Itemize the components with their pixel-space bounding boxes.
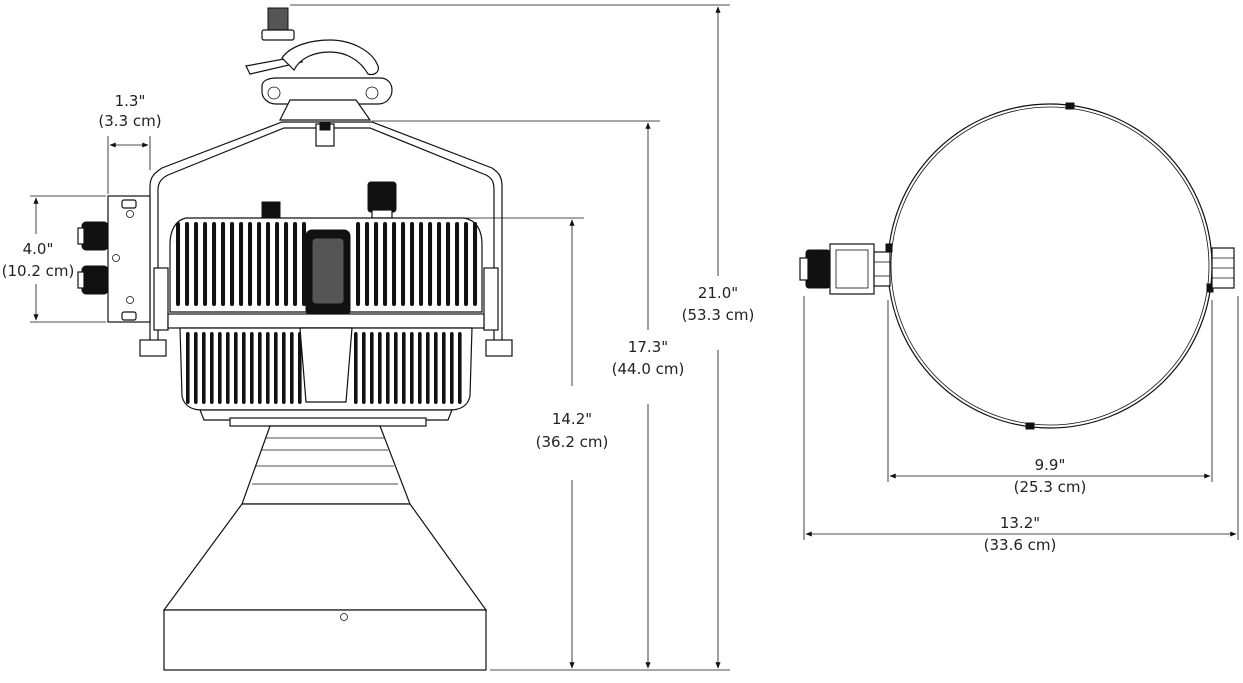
lower-heatsink bbox=[179, 327, 473, 411]
heatsink-fin bbox=[401, 222, 406, 306]
heatsink-fin bbox=[386, 332, 390, 404]
heatsink-fin bbox=[442, 332, 446, 404]
heatsink-fin bbox=[302, 222, 307, 306]
heatsink-fin bbox=[226, 332, 230, 404]
heatsink-fin bbox=[250, 332, 254, 404]
heatsink-fin bbox=[419, 222, 424, 306]
heatsink-fin bbox=[257, 222, 262, 306]
heatsink-fin bbox=[284, 222, 289, 306]
heatsink-fin bbox=[455, 222, 460, 306]
heatsink-fin bbox=[242, 332, 246, 404]
heatsink-fin bbox=[176, 222, 181, 306]
heatsink-fin bbox=[239, 222, 244, 306]
heatsink-fin bbox=[218, 332, 222, 404]
heatsink-fin bbox=[402, 332, 406, 404]
heatsink-fin bbox=[354, 332, 358, 404]
label-overall-height-imperial: 21.0" bbox=[698, 284, 738, 302]
heatsink-fin bbox=[298, 332, 302, 404]
heatsink-fin bbox=[202, 332, 206, 404]
heatsink-fin bbox=[458, 332, 462, 404]
dimension-labels: 1.3" (3.3 cm) 4.0" (10.2 cm) 14.2" (36.2… bbox=[2, 92, 1087, 554]
heatsink-fin bbox=[394, 332, 398, 404]
heatsink-fin bbox=[203, 222, 208, 306]
label-overall-width-imperial: 13.2" bbox=[1000, 514, 1040, 532]
label-connector-depth-metric: (3.3 cm) bbox=[98, 112, 161, 130]
label-body-height-metric: (36.2 cm) bbox=[536, 433, 609, 451]
heatsink-fin bbox=[275, 222, 280, 306]
label-lens-diameter-imperial: 9.9" bbox=[1035, 456, 1066, 474]
heatsink-fin bbox=[365, 222, 370, 306]
heatsink-fin bbox=[370, 332, 374, 404]
upper-heatsink bbox=[169, 217, 483, 317]
label-connector-height-imperial: 4.0" bbox=[23, 240, 54, 258]
heatsink-fin bbox=[450, 332, 454, 404]
label-body-height-imperial: 14.2" bbox=[552, 410, 592, 428]
side-view bbox=[77, 7, 513, 671]
heatsink-fin bbox=[234, 332, 238, 404]
heatsink-fin bbox=[418, 332, 422, 404]
heatsink-fin bbox=[392, 222, 397, 306]
heatsink-fin bbox=[210, 332, 214, 404]
label-connector-height-metric: (10.2 cm) bbox=[2, 262, 75, 280]
heatsink-fin bbox=[383, 222, 388, 306]
label-overall-width-metric: (33.6 cm) bbox=[984, 536, 1057, 554]
heatsink-fin bbox=[410, 332, 414, 404]
heatsink-fin bbox=[266, 332, 270, 404]
heatsink-fin bbox=[274, 332, 278, 404]
heatsink-fin bbox=[446, 222, 451, 306]
heatsink-fin bbox=[410, 222, 415, 306]
front-side-knob bbox=[1211, 247, 1235, 289]
heatsink-fin bbox=[221, 222, 226, 306]
top-knob-right bbox=[367, 181, 397, 213]
front-lens-ring bbox=[887, 103, 1213, 429]
label-overall-height-metric: (53.3 cm) bbox=[682, 306, 755, 324]
heatsink-fin bbox=[362, 332, 366, 404]
heatsink-fin bbox=[258, 332, 262, 404]
heatsink-fin bbox=[473, 222, 478, 306]
heatsink-fin bbox=[248, 222, 253, 306]
heatsink-fin bbox=[374, 222, 379, 306]
heatsink-fin bbox=[428, 222, 433, 306]
side-dimension-lines bbox=[30, 4, 730, 671]
front-connector bbox=[799, 243, 891, 295]
lens-tube bbox=[162, 425, 488, 671]
heatsink-fin bbox=[293, 222, 298, 306]
heatsink-fin bbox=[186, 332, 190, 404]
front-view bbox=[799, 102, 1235, 430]
top-knob-left bbox=[261, 201, 281, 219]
heatsink-fin bbox=[266, 222, 271, 306]
label-yoke-height-imperial: 17.3" bbox=[628, 338, 668, 356]
front-dimension-lines bbox=[803, 296, 1239, 540]
heatsink-fin bbox=[378, 332, 382, 404]
heatsink-fin bbox=[434, 332, 438, 404]
heatsink-fin bbox=[437, 222, 442, 306]
heatsink-fin bbox=[464, 222, 469, 306]
heatsink-fin bbox=[230, 222, 235, 306]
label-connector-depth-imperial: 1.3" bbox=[115, 92, 146, 110]
heatsink-fin bbox=[356, 222, 361, 306]
clamp bbox=[245, 7, 393, 121]
heatsink-fin bbox=[282, 332, 286, 404]
heatsink-fin bbox=[194, 332, 198, 404]
heatsink-fin bbox=[185, 222, 190, 306]
connector-panel bbox=[77, 195, 151, 323]
label-lens-diameter-metric: (25.3 cm) bbox=[1014, 478, 1087, 496]
heatsink-fin bbox=[194, 222, 199, 306]
yoke bbox=[139, 121, 513, 357]
heatsink-fin bbox=[290, 332, 294, 404]
heatsink-fin bbox=[212, 222, 217, 306]
label-yoke-height-metric: (44.0 cm) bbox=[612, 360, 685, 378]
heatsink-fin bbox=[426, 332, 430, 404]
middle-band bbox=[167, 313, 485, 329]
